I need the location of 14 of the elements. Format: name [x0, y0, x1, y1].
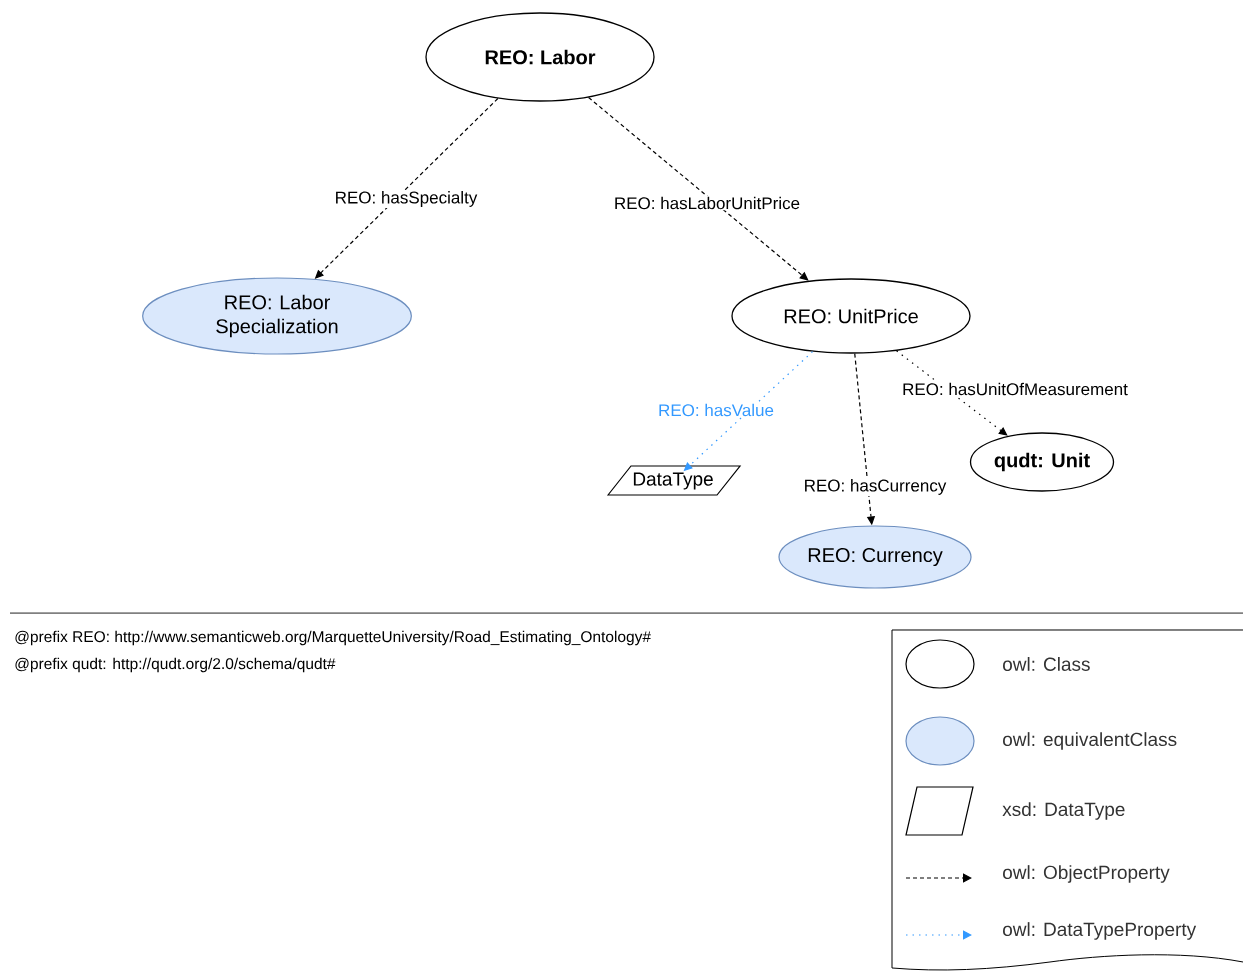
edge-label: REO: hasSpecialty: [333, 190, 479, 208]
prefix-note: @prefix qudt: http://qudt.org/2.0/schema/qudt#: [15, 657, 336, 673]
arrow: [895, 350, 1008, 436]
legend-text: owl: Class: [1003, 657, 1090, 671]
edge-label: REO: hasLaborUnitPrice: [612, 195, 802, 211]
edge-label: REO: hasValue: [657, 402, 775, 418]
legend-text: owl: equivalentClass: [1003, 732, 1177, 750]
prefix-note: @prefix REO: http://www.semanticweb.org/MarquetteUniversity/Road_Estimating_Ontology#: [15, 630, 651, 646]
edge-label: REO: hasUnitOfMeasurement: [901, 381, 1129, 397]
legend-text: owl: ObjectProperty: [1003, 865, 1170, 883]
arrow: [587, 96, 809, 281]
legend-text: owl: DataTypeProperty: [1003, 922, 1197, 940]
legend-text: xsd: DataType: [1002, 802, 1125, 820]
edge-label: REO: hasCurrency: [802, 478, 948, 496]
